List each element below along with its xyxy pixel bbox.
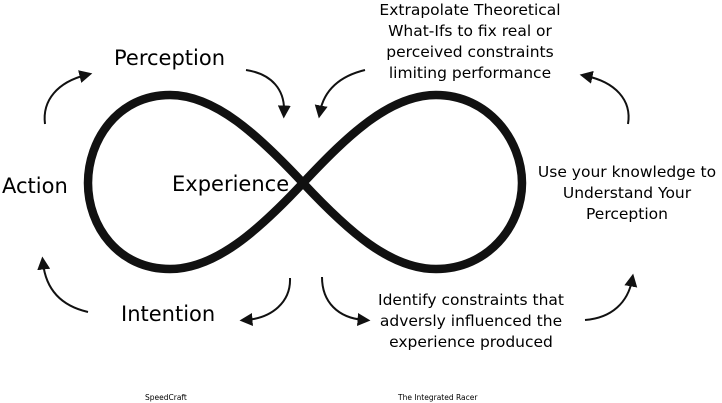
footer-right: The Integrated Racer [398, 393, 478, 402]
arrow-intention-to-action-icon [37, 256, 89, 313]
note-extrapolate: Extrapolate Theoretical What-Ifs to fix … [362, 0, 578, 84]
note-identify: Identify constraints that adversly influ… [362, 290, 580, 353]
note-knowledge-line-1: Use your knowledge to [537, 163, 717, 181]
note-knowledge: Use your knowledge to Understand Your Pe… [532, 162, 722, 225]
note-extrapolate-line-2: What-Ifs to fix real or [388, 22, 552, 40]
label-intention: Intention [121, 302, 216, 326]
label-perception: Perception [114, 46, 226, 70]
note-extrapolate-line-4: limiting performance [388, 64, 552, 82]
arrow-identify-to-knowledge-icon [584, 273, 638, 321]
arrow-experience-to-identify-icon [321, 276, 371, 326]
note-extrapolate-line-3: perceived constraints [386, 43, 554, 61]
arrow-extrapolate-to-experience-icon [314, 69, 366, 119]
note-knowledge-line-3: Perception [586, 205, 668, 223]
note-identify-line-1: Identify constraints that [378, 291, 564, 309]
arrow-action-to-perception-icon [43, 70, 93, 125]
infinity-loop-icon [83, 90, 527, 274]
arrow-experience-to-intention-icon [239, 277, 292, 326]
arrow-knowledge-to-extrapolate-icon [579, 70, 630, 125]
note-extrapolate-line-1: Extrapolate Theoretical [379, 1, 561, 19]
label-action: Action [2, 174, 68, 198]
arrow-perception-to-experience-icon [245, 69, 291, 119]
footer-left: SpeedCraft [145, 393, 187, 402]
label-experience: Experience [172, 172, 290, 196]
note-identify-line-3: experience produced [389, 333, 553, 351]
note-knowledge-line-2: Understand Your [562, 184, 692, 202]
note-identify-line-2: adversly influenced the [379, 312, 563, 330]
